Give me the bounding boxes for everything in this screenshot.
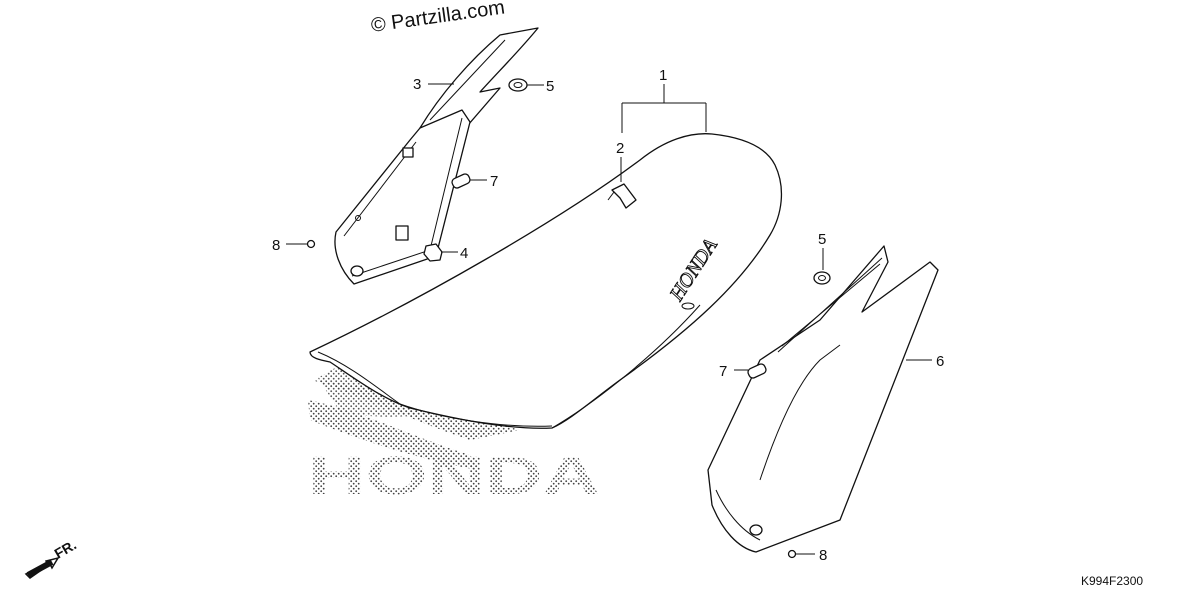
left-side-cover-part-3 <box>334 27 539 285</box>
seat-part-1 <box>309 133 783 429</box>
callout-4: 4 <box>460 245 468 262</box>
callout-7-upper: 7 <box>490 173 498 190</box>
grommet-part-5-upper <box>508 78 528 92</box>
callout-5-upper: 5 <box>546 78 554 95</box>
callout-1: 1 <box>659 67 667 84</box>
diagram-code: K994F2300 <box>1081 574 1143 588</box>
nut-part-4 <box>423 243 443 262</box>
cushion-part-7-lower <box>747 363 767 379</box>
callout-7-lower: 7 <box>719 363 727 380</box>
front-direction-arrow-icon <box>24 556 60 579</box>
watermark-text: © Partzilla.com <box>370 0 507 37</box>
callout-8-upper: 8 <box>272 237 280 254</box>
bolt-part-8-lower <box>787 549 797 559</box>
callout-5-lower: 5 <box>818 231 826 248</box>
callout-3: 3 <box>413 76 421 93</box>
callout-8-lower: 8 <box>819 547 827 564</box>
cushion-part-7-upper <box>451 173 471 189</box>
callout-2: 2 <box>616 140 624 157</box>
callout-6: 6 <box>936 353 944 370</box>
leader-lines <box>286 83 932 555</box>
honda-wordmark-graphic: HONDA <box>308 446 600 506</box>
right-side-cover-part-6 <box>707 245 939 553</box>
bolt-part-8-upper <box>306 239 316 249</box>
grommet-part-5-lower <box>813 271 831 285</box>
